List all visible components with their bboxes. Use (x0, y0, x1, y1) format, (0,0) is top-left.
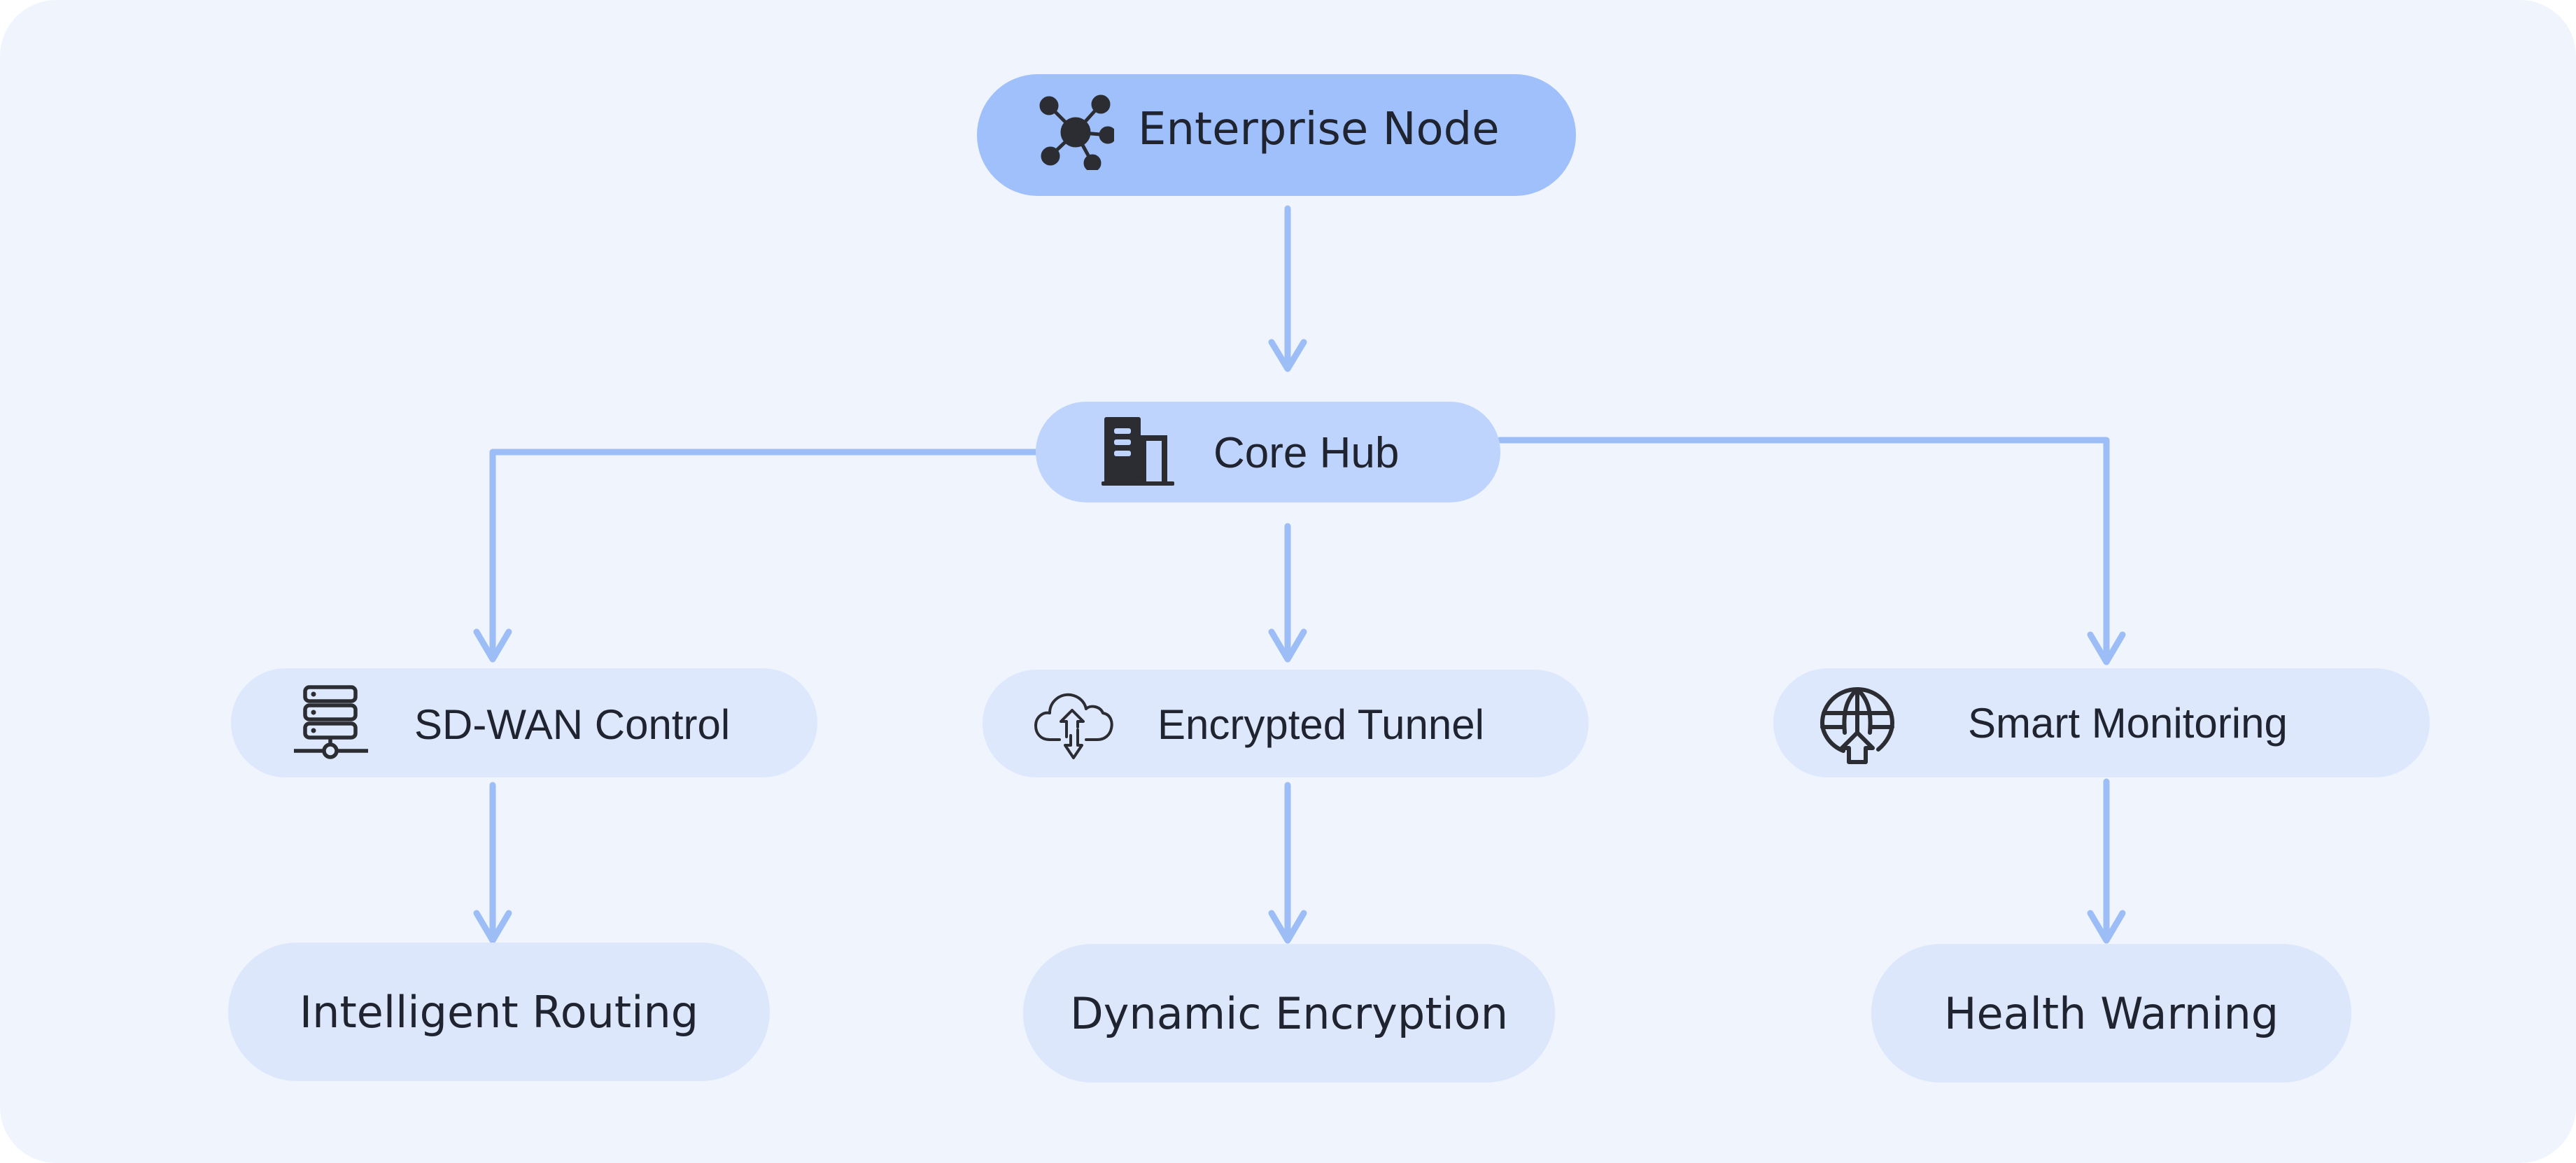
node-encrypted-tunnel[interactable]: Encrypted Tunnel (983, 670, 1589, 777)
node-dynamic-encryption[interactable]: Dynamic Encryption (1023, 944, 1555, 1083)
edge-tunnel-encryption-arrowhead (1268, 910, 1307, 944)
node-smart-monitoring[interactable]: Smart Monitoring (1773, 668, 2430, 777)
node-label: Dynamic Encryption (1070, 987, 1508, 1039)
edge-root-hub-arrowhead (1268, 339, 1307, 372)
node-label: Health Warning (1943, 987, 2279, 1039)
building-icon (1102, 417, 1174, 486)
node-label: Core Hub (1213, 429, 1400, 477)
edge-hub-tunnel-arrowhead (1268, 628, 1307, 663)
edge-hub-monitor (1496, 437, 2110, 664)
network-icon (1039, 94, 1114, 170)
edge-hub-sdwan (489, 449, 1039, 661)
node-health-warning[interactable]: Health Warning (1871, 944, 2351, 1083)
node-enterprise-node[interactable]: Enterprise Node (977, 74, 1576, 196)
server-icon (294, 685, 368, 759)
node-intelligent-routing[interactable]: Intelligent Routing (228, 943, 770, 1081)
node-label: SD-WAN Control (414, 701, 731, 748)
node-core-hub[interactable]: Core Hub (1036, 402, 1500, 502)
node-label: Encrypted Tunnel (1157, 701, 1484, 748)
edge-hub-sdwan-arrowhead (473, 628, 512, 663)
node-label: Intelligent Routing (299, 986, 699, 1038)
globe-upload-icon (1820, 687, 1894, 764)
cloud-sync-icon (1034, 693, 1113, 759)
node-label: Enterprise Node (1138, 104, 1500, 155)
node-sd-wan-control[interactable]: SD-WAN Control (231, 668, 817, 777)
node-label: Smart Monitoring (1968, 700, 2288, 747)
edge-hub-monitor-arrowhead (2087, 631, 2126, 665)
edge-sdwan-routing-arrowhead (473, 910, 512, 944)
edge-monitor-warning-arrowhead (2087, 910, 2126, 944)
